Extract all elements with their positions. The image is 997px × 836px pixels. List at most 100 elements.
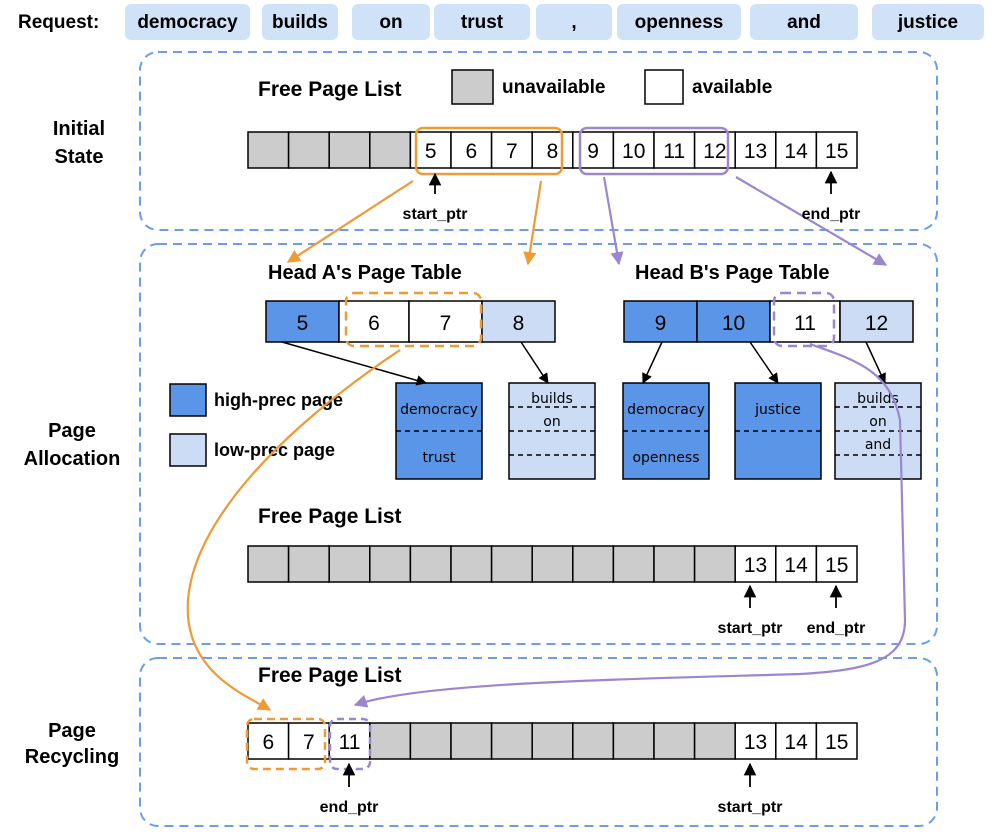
page-allocation-section (139, 243, 938, 645)
page-number: 11 (663, 140, 685, 163)
page-to-block-arrow (642, 341, 663, 384)
purple-arrow-to-head-b-left (602, 176, 624, 266)
page-number: 14 (784, 731, 808, 754)
legend-available-label: available (692, 77, 772, 98)
request-token-box (872, 4, 984, 40)
purple-arrow-to-head-b-right (735, 176, 888, 266)
block-token: builds (857, 391, 899, 407)
available-page-cell (531, 131, 574, 169)
orange-arrow-to-head-a-right (523, 180, 543, 266)
page-number: 15 (825, 731, 848, 754)
unavailable-page-cell (450, 545, 493, 583)
request-token-box (617, 4, 741, 40)
request-token: justice (897, 12, 958, 33)
page-table-entry-number: 5 (297, 312, 309, 335)
block-token: on (543, 414, 560, 430)
recycling-free-page-list-title: Free Page List (258, 664, 402, 687)
unavailable-page-cell (247, 131, 290, 169)
page-table-entry-number: 8 (513, 312, 525, 335)
unavailable-page-cell (531, 722, 574, 760)
unavailable-page-cell (653, 545, 696, 583)
memory-block-low (508, 382, 596, 480)
request-token-box (125, 4, 250, 40)
unavailable-page-cell (693, 722, 736, 760)
unavailable-page-cell (693, 545, 736, 583)
request-token: builds (272, 12, 328, 33)
request-token: and (787, 12, 821, 33)
unavailable-page-cell (572, 722, 615, 760)
available-page-cell (612, 131, 655, 169)
unavailable-page-cell (328, 131, 371, 169)
initial-state-section (139, 51, 938, 231)
orange-arrow-to-head-a-left (286, 180, 414, 263)
head-a-orange-dashed-highlight (344, 291, 483, 348)
block-token: democracy (627, 402, 705, 418)
recycle-orange-dashed-highlight (245, 717, 327, 771)
page-to-block-arrow (281, 341, 428, 386)
page-to-block-arrow (520, 341, 549, 384)
request-label: Request: (18, 12, 99, 33)
request-token: , (571, 12, 576, 33)
unavailable-page-cell (450, 722, 493, 760)
unavailable-page-cell (369, 131, 412, 169)
page-allocation-label-line2: Allocation (24, 448, 121, 470)
purple-recycle-arrow (353, 342, 907, 708)
page-allocation-label-line1: Page (48, 420, 96, 442)
unavailable-page-cell (612, 722, 655, 760)
block-token: and (865, 437, 891, 453)
request-token-box (352, 4, 430, 40)
recycling-end-ptr-label: end_ptr (320, 799, 379, 816)
page-number: 6 (262, 731, 274, 754)
available-page-cell (287, 722, 330, 760)
unavailable-page-cell (369, 545, 412, 583)
page-number: 11 (339, 731, 361, 754)
page-to-block-arrow (865, 341, 886, 384)
legend-unavailable-label: unavailable (502, 77, 606, 98)
page-table-entry-number: 10 (722, 312, 745, 335)
unavailable-page-cell (409, 722, 452, 760)
request-token: democracy (137, 12, 238, 33)
initial-end-ptr-label: end_ptr (802, 206, 861, 223)
block-token: builds (531, 391, 573, 407)
block-token: justice (754, 402, 801, 418)
request-token-box (536, 4, 612, 40)
available-page-cell (775, 131, 818, 169)
page-number: 12 (703, 140, 726, 163)
kv-cache-blocks: democracytrustbuildsondemocracyopennessj… (281, 341, 922, 480)
available-page-cell (653, 131, 696, 169)
page-number: 15 (825, 554, 848, 577)
initial-start-ptr-label: start_ptr (403, 206, 468, 223)
page-number: 7 (506, 140, 518, 163)
initial-orange-highlight (414, 126, 564, 176)
page-number: 14 (784, 140, 808, 163)
request-token: on (379, 12, 402, 33)
memory-block-high (395, 382, 483, 480)
unavailable-page-cell (490, 722, 533, 760)
available-page-cell (815, 722, 858, 760)
request-token-box (262, 4, 338, 40)
page-to-block-arrow (749, 341, 779, 384)
block-token: openness (632, 450, 699, 466)
page-table-entry-available (408, 300, 483, 343)
page-number: 10 (622, 140, 645, 163)
page-number: 8 (547, 140, 559, 163)
page-number: 13 (744, 731, 767, 754)
legend-low-prec-swatch (169, 433, 207, 467)
legend-high-prec-swatch (169, 383, 207, 417)
page-recycling-label-line2: Recycling (25, 746, 119, 768)
recycling-start-ptr-label: start_ptr (718, 799, 783, 816)
available-page-cell (734, 722, 777, 760)
head-b-purple-dashed-highlight (772, 291, 836, 348)
request-token: trust (461, 12, 504, 33)
initial-purple-highlight (578, 126, 730, 176)
available-page-cell (328, 722, 371, 760)
available-page-cell (775, 545, 818, 583)
legend-high-prec-label: high-prec page (214, 390, 343, 410)
initial-state-label-line2: State (55, 146, 104, 168)
